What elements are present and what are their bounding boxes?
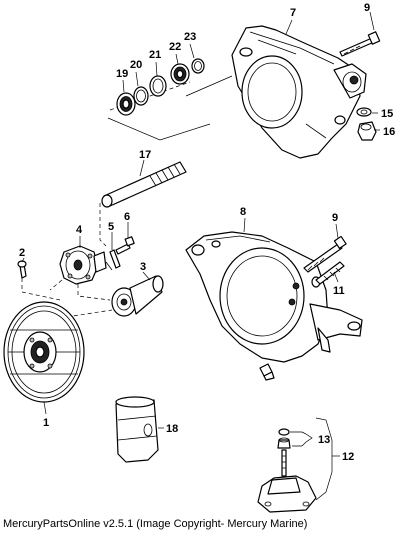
callout-21: 21 [149,49,161,61]
callout-1: 1 [43,417,49,429]
callout-23: 23 [184,31,196,43]
hub-3 [111,275,164,317]
callout-13: 13 [318,434,330,446]
engine-mount [257,417,333,513]
damper-plate [3,301,85,403]
pin-5 [105,249,121,271]
upper-flywheel-housing [231,25,367,159]
callout-4: 4 [76,224,83,236]
callout-12: 12 [342,451,354,463]
stud-11 [315,261,345,285]
callout-16: 16 [383,126,395,138]
callout-2: 2 [19,247,25,259]
callout-11: 11 [333,285,345,297]
callout-7: 7 [290,7,296,19]
screw-2 [17,260,27,279]
washer-15 [356,107,372,117]
callout-labels: 7 9 23 22 21 20 19 15 16 17 8 9 6 5 4 2 … [19,2,395,463]
input-shaft [99,161,187,247]
callout-20: 20 [130,59,142,71]
callout-9-upper: 9 [364,2,370,14]
bolt-upper [339,31,381,57]
filter-cartridge [115,396,159,463]
nut-16 [357,121,377,141]
callout-22: 22 [169,41,181,53]
callout-5: 5 [108,221,114,233]
callout-6: 6 [124,211,130,223]
callout-18: 18 [166,423,178,435]
callout-9-lower: 9 [332,212,338,224]
lower-flywheel-housing [185,231,363,363]
bolt-lower [303,235,347,273]
callout-15: 15 [381,108,393,120]
copyright-caption: MercuryPartsOnline v2.5.1 (Image Copyrig… [3,518,308,530]
coupler-4 [59,245,107,285]
callout-3: 3 [140,261,146,273]
bearing-stack [107,58,233,141]
screw-6 [115,236,135,255]
leader-lines [21,11,380,457]
callout-17: 17 [139,149,151,161]
callout-19: 19 [116,68,128,80]
callout-8: 8 [240,206,246,218]
dowel-pin [259,363,275,381]
